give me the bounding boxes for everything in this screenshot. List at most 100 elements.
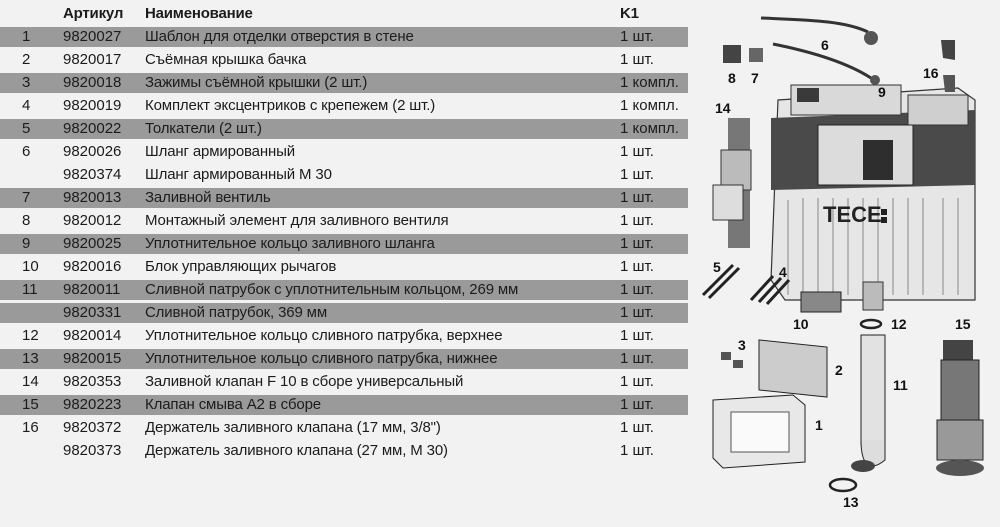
row-name: Держатель заливного клапана (17 мм, 3/8"…: [145, 419, 441, 436]
hoses: [760, 16, 872, 80]
row-article: 9820223: [63, 396, 122, 413]
row-name: Шланг армированный M 30: [145, 166, 332, 183]
row-k1: 1 шт.: [620, 350, 654, 367]
row-number: 3: [22, 74, 31, 91]
row-name: Заливной вентиль: [145, 189, 271, 206]
row-number: 8: [22, 212, 31, 229]
row-number: 7: [22, 189, 31, 206]
row-number: 4: [22, 97, 31, 114]
label-10: 10: [793, 316, 809, 332]
row-name: Зажимы съёмной крышки (2 шт.): [145, 74, 368, 91]
label-8: 8: [728, 70, 736, 86]
row-name: Сливной патрубок с уплотнительным кольцо…: [145, 281, 519, 298]
brand-logo: TECE: [823, 202, 882, 227]
row-number: 9: [22, 235, 31, 252]
row-number: 1: [22, 28, 31, 45]
cistern-body: TECE: [770, 84, 976, 311]
table-row: 3 9820018 Зажимы съёмной крышки (2 шт.) 1 к…: [0, 71, 690, 94]
row-article: 9820014: [63, 327, 122, 344]
row-name: Монтажный элемент для заливного вентиля: [145, 212, 449, 229]
row-k1: 1 компл.: [620, 120, 679, 137]
row-name: Клапан смыва A2 в сборе: [145, 396, 321, 413]
label-1: 1: [815, 417, 823, 433]
row-k1: 1 шт.: [620, 212, 654, 229]
row-k1: 1 шт.: [620, 28, 654, 45]
row-k1: 1 шт.: [620, 396, 654, 413]
table-row: 7 9820013 Заливной вентиль 1 шт.: [0, 186, 690, 209]
row-article: 9820373: [63, 442, 122, 459]
row-name: Комплект эксцентриков с крепежем (2 шт.): [145, 97, 436, 114]
row-k1: 1 компл.: [620, 97, 679, 114]
row-name: Заливной клапан F 10 в сборе универсальн…: [145, 373, 464, 390]
row-k1: 1 шт.: [620, 235, 654, 252]
label-2: 2: [835, 362, 843, 378]
label-13: 13: [843, 494, 859, 510]
row-article: 9820374: [63, 166, 122, 183]
label-11: 11: [893, 377, 908, 393]
row-k1: 1 шт.: [620, 258, 654, 275]
row-k1: 1 шт.: [620, 327, 654, 344]
table-row: 8 9820012 Монтажный элемент для заливного …: [0, 209, 690, 232]
table-row: 2 9820017 Съёмная крышка бачка 1 шт.: [0, 48, 690, 71]
label-12: 12: [891, 316, 907, 332]
row-k1: 1 шт.: [620, 143, 654, 160]
label-3: 3: [738, 337, 746, 353]
table-row: 4 9820019 Комплект эксцентриков с крепежем…: [0, 94, 690, 117]
table-row: 9 9820025 Уплотнительное кольцо заливного …: [0, 232, 690, 255]
row-article: 9820017: [63, 51, 122, 68]
row-name: Шланг армированный: [145, 143, 295, 160]
table-row: 5 9820022 Толкатели (2 шт.) 1 компл.: [0, 117, 690, 140]
label-7: 7: [751, 70, 759, 86]
label-15: 15: [955, 316, 971, 332]
row-number: 16: [22, 419, 39, 436]
header-article: Артикул: [63, 5, 124, 22]
row-article: 9820025: [63, 235, 122, 252]
label-5: 5: [713, 259, 721, 275]
table-row: 11 9820011 Сливной патрубок с уплотнительн…: [0, 278, 690, 301]
row-number: 2: [22, 51, 31, 68]
row-number: 14: [22, 373, 39, 390]
row-name: Уплотнительное кольцо заливного шланга: [145, 235, 435, 252]
row-article: 9820015: [63, 350, 122, 367]
table-header: Артикул Наименование K1: [0, 2, 690, 25]
row-k1: 1 шт.: [620, 189, 654, 206]
row-name: Уплотнительное кольцо сливного патрубка,…: [145, 350, 498, 367]
row-article: 9820012: [63, 212, 122, 229]
row-number: 11: [22, 281, 38, 298]
row-name: Блок управляющих рычагов: [145, 258, 337, 275]
label-6: 6: [821, 37, 829, 53]
row-article: 9820022: [63, 120, 122, 137]
row-number: 13: [22, 350, 39, 367]
row-name: Держатель заливного клапана (27 мм, M 30…: [145, 442, 448, 459]
table-row: 13 9820015 Уплотнительное кольцо сливного …: [0, 347, 690, 370]
row-article: 9820019: [63, 97, 122, 114]
row-article: 9820013: [63, 189, 122, 206]
label-14: 14: [715, 100, 731, 116]
row-article: 9820018: [63, 74, 122, 91]
header-name: Наименование: [145, 5, 253, 22]
row-number: 15: [22, 396, 39, 413]
row-name: Толкатели (2 шт.): [145, 120, 262, 137]
row-k1: 1 шт.: [620, 419, 654, 436]
label-16: 16: [923, 65, 939, 81]
row-k1: 1 шт.: [620, 51, 654, 68]
label-9: 9: [878, 84, 886, 100]
row-k1: 1 компл.: [620, 74, 679, 91]
row-name: Съёмная крышка бачка: [145, 51, 307, 68]
flush-valve: [936, 340, 984, 476]
table-row: 15 9820223 Клапан смыва A2 в сборе 1 шт.: [0, 393, 690, 416]
row-name: Сливной патрубок, 369 мм: [145, 304, 328, 321]
row-article: 9820331: [63, 304, 122, 321]
row-k1: 1 шт.: [620, 442, 654, 459]
row-number: 6: [22, 143, 31, 160]
row-number: 5: [22, 120, 31, 137]
table-row: 9820373 Держатель заливного клапана (27 м…: [0, 439, 690, 462]
row-article: 9820011: [63, 281, 121, 298]
row-number: 12: [22, 327, 39, 344]
